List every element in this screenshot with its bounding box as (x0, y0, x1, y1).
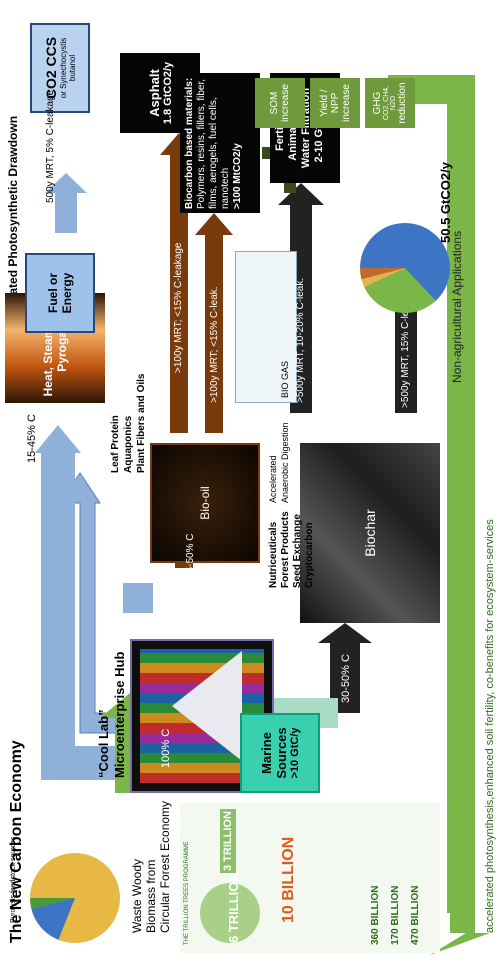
arrow-head-materials (195, 213, 233, 235)
som-line-2: increase (280, 84, 291, 122)
materials-value: >100 MtCO2/y (232, 143, 243, 209)
arrow-biochar (330, 643, 360, 713)
arrow-head-biochar (318, 623, 372, 643)
total-label: 50.5 GtCO2/y (438, 162, 453, 243)
arrow-nonag (395, 303, 417, 413)
trillion-360: 360 BILLION (370, 885, 381, 945)
materials-title: Biocarbon based materials: (184, 77, 195, 209)
anaerobic-label-2: Anaerobic Digestion (280, 422, 290, 503)
fuel-box: Fuel or Energy (25, 253, 95, 333)
biochar-flow-label: 30-50% C (340, 654, 352, 703)
marine-line-3: >10 GtC/y (289, 727, 301, 779)
co2-box: CO2 CCS or Synechocystis butanol (30, 23, 90, 113)
arrow-head-fert (278, 183, 324, 205)
hub-product-3: Plant Fibers and Oils (136, 373, 147, 473)
biochar-product-1: Nutriceuticals (268, 521, 279, 588)
sources-line-3: Circular Forest Economy (158, 800, 172, 933)
bio-oil-label: Bio-oil (198, 486, 212, 520)
ghg-small: CO2, CH4, N2O (383, 85, 397, 121)
nonag-label: Non-agricultural Applications (450, 230, 464, 383)
trillion-170: 170 BILLION (390, 885, 401, 945)
bio-oil-flow-label: 25-50% C (185, 533, 196, 578)
materials-body: Polymers, resins, fillers, fiber, films,… (196, 78, 231, 209)
hub-title-2: Microenterprise Hub (112, 651, 127, 778)
som-line-1: SOM (269, 91, 280, 115)
arrow-heat-fuel (55, 193, 77, 233)
yield-line-1: Yield / NPP (318, 89, 341, 117)
biochar-product-2: Forest Products (280, 511, 291, 588)
yield-line-2: increase (340, 84, 352, 122)
anaerobic-label-1: Accelerated (268, 455, 278, 503)
hub-title-1: “Cool Lab” (96, 709, 111, 778)
ghg-box: GHG CO2, CH4, N2O reduction (365, 78, 415, 128)
asphalt-value: 1.8 GtCO2/y (161, 61, 174, 125)
biochar-label: Biochar (362, 509, 378, 557)
biochar-leak-label: >500y MRT, 15% C-leak. (400, 297, 411, 408)
arrow-hub-left (123, 583, 153, 613)
pie-left-title: Pyrolysis feedstock sources (10, 836, 17, 923)
biochar-product-3: Seed Exchange (292, 514, 303, 588)
feed-flow-label: 100% C (160, 728, 172, 768)
trillion-program: THE TRILLION TREES PROGRAMME (184, 841, 190, 945)
bio-oil-box: Bio-oil (150, 443, 260, 563)
biochar-product-4: Cryptocarbon (304, 522, 315, 588)
prism-icon (172, 651, 242, 761)
som-box: SOM increase (255, 78, 305, 128)
sources-line-1: Waste Woody (130, 858, 144, 933)
trillion-headline: 6 TRILLION (226, 872, 241, 943)
sources-line-2: Biomass from (144, 859, 158, 933)
marine-line-1: Marine (259, 732, 274, 774)
trillion-panel: THE TRILLION TREES PROGRAMME 6 TRILLION … (180, 803, 440, 953)
hub-product-2: Aquaponics (123, 415, 134, 473)
marine-line-2: Sources (274, 727, 289, 779)
return-arrow-body (395, 82, 469, 913)
feedstock-pie (30, 853, 120, 943)
biogas-diagram: BIO GAS (235, 251, 297, 403)
nonag-pie (360, 223, 450, 313)
trillion-ten: 10 BILLION (280, 836, 297, 923)
materials-box: Biocarbon based materials: Polymers, res… (180, 73, 260, 213)
marine-box: Marine Sources >10 GtC/y (240, 713, 320, 793)
fert-leak-label: >500y MRT, 10-20% C-leak. (295, 277, 306, 403)
arrow-head-heat (35, 425, 81, 453)
trillion-three: 3 TRILLION (220, 809, 236, 873)
co2-sub-label: or Synechocystis butanol (59, 37, 77, 99)
yield-box: Yield / NPP increase (310, 78, 360, 128)
trillion-470: 470 BILLION (410, 885, 421, 945)
arrow-materials (205, 233, 223, 433)
hub-product-1: Leaf Protein (110, 415, 121, 473)
heat-flow-label: 15-45% C (26, 414, 38, 463)
biochar-box: Biochar (300, 443, 440, 623)
arrow-asphalt (170, 153, 188, 433)
arrow-head-fuel (45, 173, 87, 193)
bottom-caption: accelerated photosynthesis,enhanced soil… (484, 519, 496, 933)
ghg-line-1: GHG (372, 91, 383, 115)
ghg-line-2: reduction (397, 82, 408, 124)
fuel-leak-label: 500y MRT, 5% C-leakage (45, 89, 56, 203)
asphalt-title: Asphalt (146, 69, 162, 117)
fuel-label: Fuel or Energy (46, 272, 74, 314)
asphalt-leak-label: >100y MRT; <15% C-leakage (173, 242, 184, 373)
materials-leak-label: >100y MRT; <15% C-leak. (209, 286, 220, 403)
biogas-label: BIO GAS (280, 360, 290, 398)
